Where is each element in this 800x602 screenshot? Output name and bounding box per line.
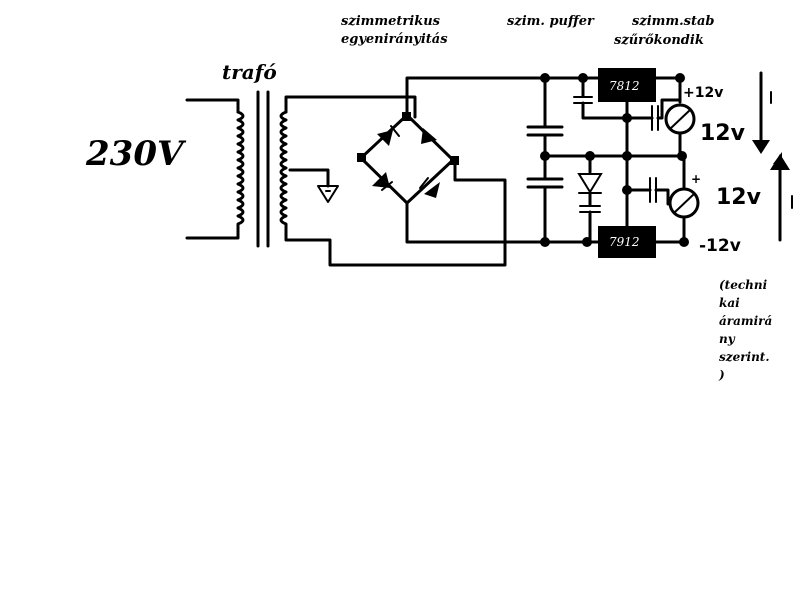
bridge-rectifier [357,76,600,244]
transformer-label: trafó [222,60,277,84]
output-negative-small-label: -12v [699,236,741,256]
rectifier-label-line1: szimmetrikus [341,14,441,29]
arrow-down-icon [752,71,772,154]
note-line: (techni [719,278,768,292]
diode-icon [416,123,437,144]
transformer-secondary [279,95,507,267]
transformer-core [256,90,270,248]
transformer-primary [185,98,245,240]
output-positive-big-label: 12v [700,121,746,146]
diode-icon [419,177,440,198]
output-negative-big-label: 12v [716,185,762,210]
buffer-capacitors [526,73,687,247]
regulator-7812-label: 7812 [609,79,640,93]
output-negative [625,154,700,247]
regulator-7912: 7912 [598,154,684,258]
filter-capacitors [573,73,627,247]
mains-voltage-label: 230V [85,134,187,174]
note-line: áramirá [719,314,772,328]
stab-label-line1: szimm.stab [632,14,715,29]
regulator-7812: 7812 [598,68,682,158]
output-positive-small-label: +12v [683,85,723,101]
diode-icon [377,125,400,146]
note-line: ) [718,368,725,382]
note-line: ny [719,332,736,346]
output-positive [625,73,696,161]
note-line: szerint. [719,350,770,364]
note-text: (techni kai áramirá ny szerint. ) [718,278,772,382]
plus-sign-label: + [691,172,701,186]
stab-label-line2: szűrőkondik [614,33,704,48]
rectifier-label-line2: egyenirányitás [341,32,448,47]
arrow-up-icon [770,152,793,242]
regulator-7912-label: 7912 [609,235,640,249]
buffer-label: szim. puffer [507,14,595,29]
diode-icon [372,172,393,191]
note-line: kai [719,296,740,310]
